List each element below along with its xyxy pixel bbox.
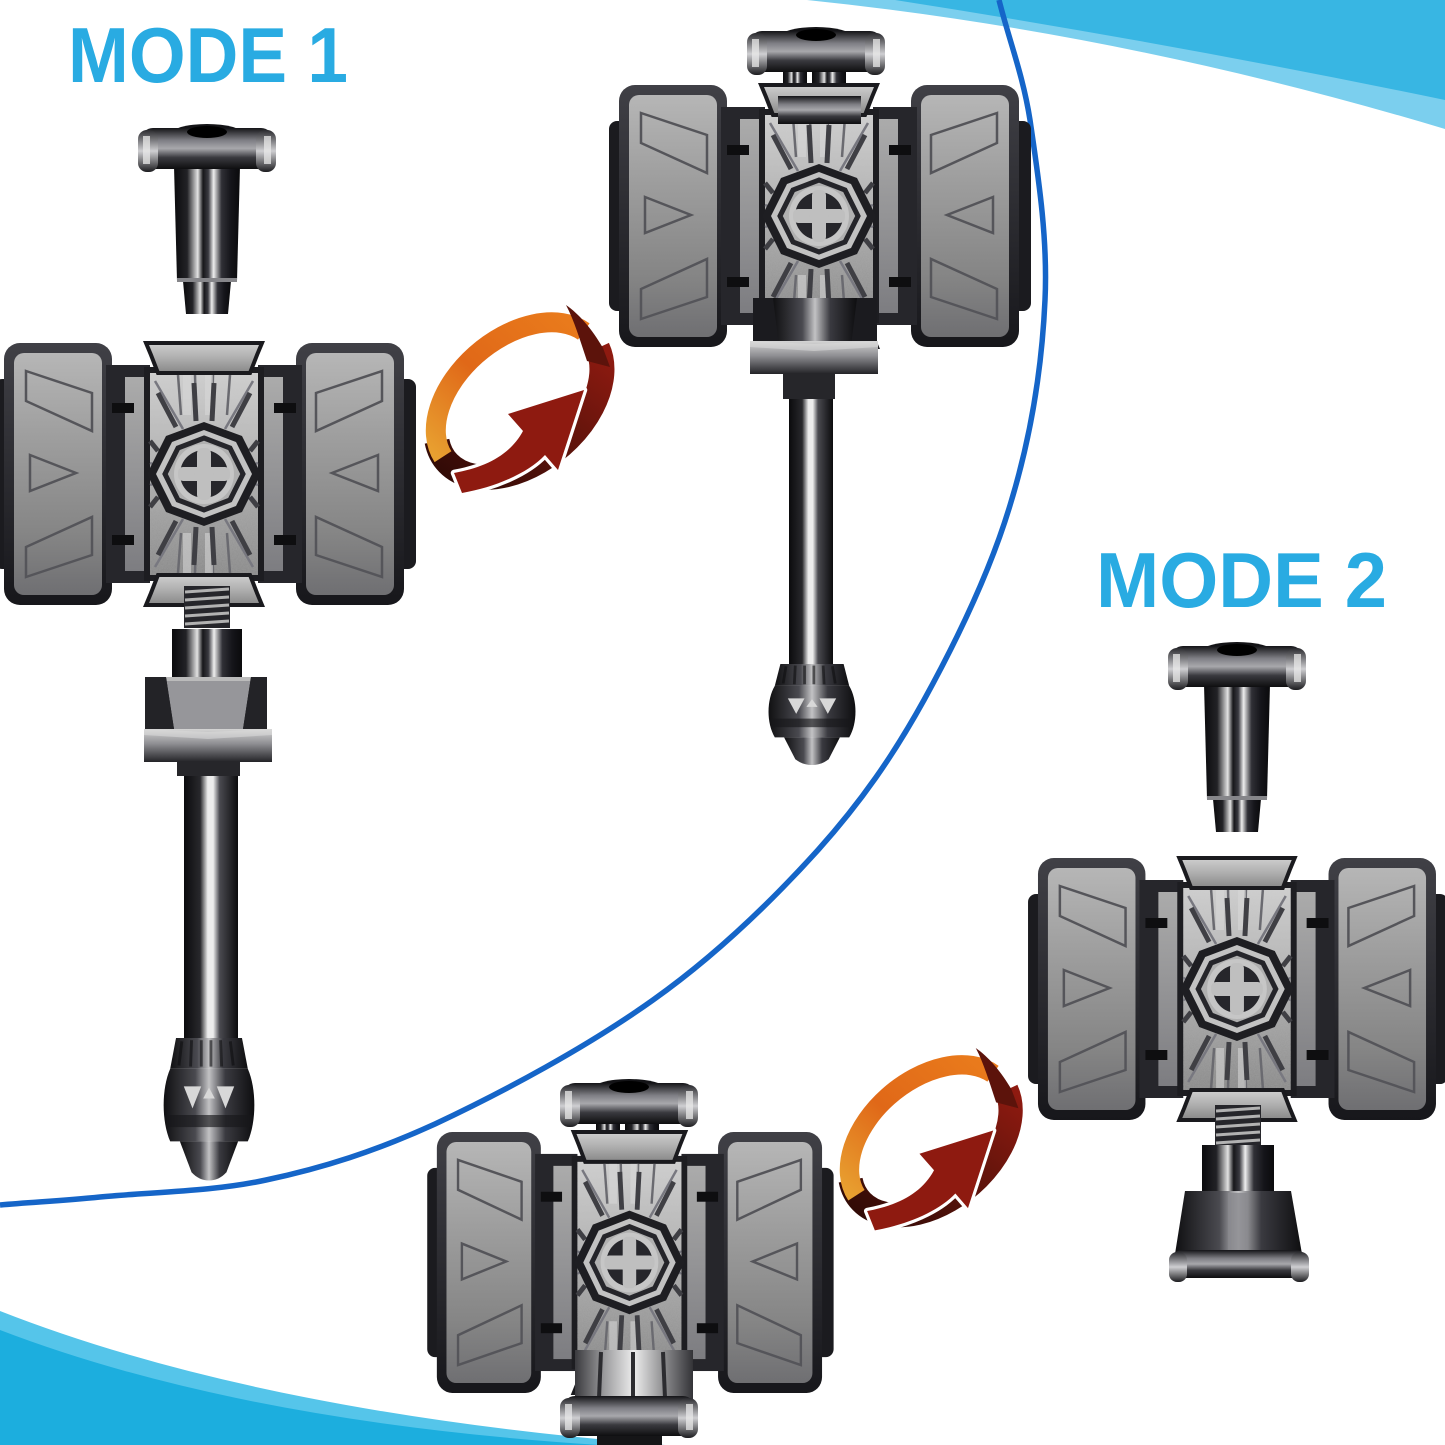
svg-text:MODE 1: MODE 1 [68, 11, 348, 99]
svg-text:MODE 2: MODE 2 [1096, 536, 1387, 624]
